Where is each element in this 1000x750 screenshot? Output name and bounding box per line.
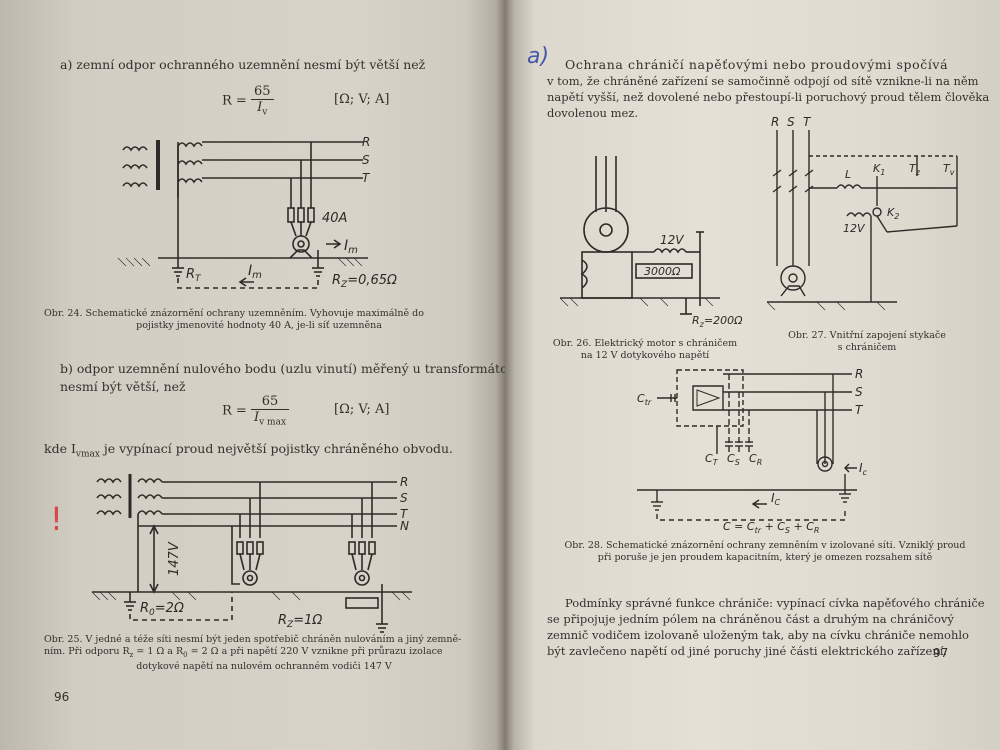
paragraph-2-line1: Podmínky správné funkce chrániče: vypína… [565,596,985,610]
fig26-rz-label: Rz=200Ω [692,314,743,329]
fig28-label-ic2: IC [771,491,781,507]
figure-28-caption-line2: při poruše je jen proudem kapacitním, kt… [597,552,933,563]
formula-b: R = 65 Iv max [222,394,290,428]
figure-27-caption-line2: s chráničem [837,342,897,353]
figure-25-caption-line1: Obr. 25. V jedné a téže síti nesmí být j… [44,634,462,645]
fig24-rz-label: RZ=0,65Ω [332,273,397,290]
figure-27-diagram: R S T L K1 Tz Tv K2 12V [766,115,958,311]
book-gutter [496,0,514,750]
formula-lhs: R = [222,93,247,109]
fig24-label-r: R [362,135,370,149]
paragraph-a: a) zemní odpor ochranného uzemnění nesmí… [60,57,426,72]
fig25-label-s: S [400,491,408,505]
paragraph-b-line1: b) odpor uzemnění nulového bodu (uzlu vi… [60,361,522,376]
fig26-3000-label: 3000Ω [644,265,681,278]
fig27-label-tv: Tv [943,162,955,177]
fig27-label-l: L [845,168,851,181]
figure-26-caption-line1: Obr. 26. Elektrický motor s chráničem [552,338,738,349]
fig24-label-s: S [362,153,370,167]
fig24-fuse-label: 40A [322,211,347,226]
fig27-label-k2: K2 [887,206,899,221]
fig27-label-k1: K1 [873,162,885,177]
paragraph-b-line2: nesmí být větší, než [60,379,186,394]
figure-24-caption: Obr. 24. Schematické znázornění ochrany … [44,308,474,332]
fig28-label-s: S [855,385,863,399]
figure-24-caption-line1: Obr. 24. Schematické znázornění ochrany … [44,308,424,319]
paragraph-2-line3: zemnič vodičem izolovaně uloženým tak, a… [547,628,969,642]
formula-b-denominator-sub: v max [259,417,287,428]
fig26-12v-label: 12V [660,233,684,247]
fig27-label-tz: Tz [909,162,921,177]
fig28-label-cr: CR [749,452,762,467]
figure-26-diagram: 12V 3000Ω Rz=200Ω [559,156,743,329]
paragraph-1-line2: v tom, že chráněné zařízení se samočinně… [547,74,979,88]
page-number-right: 97 [933,646,949,660]
margin-handwritten-mark: a) [527,44,550,69]
figure-25-caption-line2: ním. Při odporu Rz = 1 Ω a R0 = 2 Ω a př… [44,646,443,659]
formula-a: R = 65 Iv [222,84,274,118]
figure-24-diagram: R S T 40A Im RT Im RZ=0,65Ω [117,135,397,290]
fig24-im-label: Im [344,238,358,256]
formula-b-units: [Ω; V; A] [334,402,390,417]
fig27-label-s: S [787,115,795,129]
paragraph-1-line3: napětí vyšší, než dovolené nebo přestoup… [547,90,990,104]
formula-denominator: I [257,100,263,115]
figure-26-caption: Obr. 26. Elektrický motor s chráničem na… [545,338,745,362]
fig24-rt-label: RT [186,267,202,284]
fig28-label-t: T [855,403,864,417]
fig25-r0-label: R0=2Ω [140,601,184,618]
figure-28-caption: Obr. 28. Schematické znázornění ochrany … [555,540,975,564]
left-page: a) zemní odpor ochranného uzemnění nesmí… [0,0,522,750]
figure-27-caption-line1: Obr. 27. Vnitřní zapojení stykače [788,330,946,341]
figure-25-diagram: R S T N 147V R0=2Ω RZ=1Ω [91,474,412,633]
fig28-label-ct: CT [705,452,719,467]
formula-numerator: 65 [250,84,274,100]
page-number-left: 96 [54,690,70,704]
fig28-label-ic: Ic [859,461,868,477]
fig27-12v-label: 12V [843,222,866,235]
formula-b-numerator: 65 [250,394,290,410]
paragraph-2-line2: se připojuje jedním pólem na chráněnou č… [547,612,954,626]
fig27-label-t: T [803,115,812,129]
right-page: a) Ochrana chráničí napěťovými nebo prou… [505,0,1000,750]
paragraph-1-line4: dovolenou mez. [547,106,639,120]
figure-25-caption-line3: dotykové napětí na nulovém ochranném vod… [136,660,392,672]
fig25-label-t: T [400,507,409,521]
margin-exclamation-mark: ! [50,500,63,538]
paragraph-2-line4: být zavlečeno napětí od jiné poruchy jin… [547,644,948,658]
paragraph-1-line1: Ochrana chráničí napěťovými nebo proudov… [565,57,949,72]
fig25-label-r: R [400,475,408,489]
figure-24-caption-line2: pojistky jmenovité hodnoty 40 A, je-li s… [136,320,382,331]
formula-b-fraction: 65 Iv max [250,394,290,428]
fig28-equation: C = Ctr + CS + CR [723,520,819,535]
figure-28-caption-line1: Obr. 28. Schematické znázornění ochrany … [564,540,966,551]
formula-fraction: 65 Iv [250,84,274,118]
formula-b-denominator: I [253,410,260,425]
figure-26-caption-line2: na 12 V dotykového napětí [580,350,710,361]
fig27-label-r: R [771,115,779,129]
figure-25-caption: Obr. 25. V jedné a téže síti nesmí být j… [44,634,484,673]
fig28-label-r: R [855,367,863,381]
formula-a-units: [Ω; V; A] [334,92,390,107]
fig24-im2-label: Im [248,263,262,281]
fig25-label-n: N [400,519,409,533]
figure-27-caption: Obr. 27. Vnitřní zapojení stykače s chrá… [767,330,967,354]
fig25-rz-label: RZ=1Ω [278,613,322,630]
formula-b-lhs: R = [222,403,247,419]
fig28-label-ctr: Ctr [637,392,652,407]
figure-28-diagram: R S T Ctr CT CS CR Ic IC C = Ctr + CS + … [637,367,868,535]
formula-denominator-sub: v [262,107,268,118]
fig28-label-cs: CS [727,452,740,467]
fig24-label-t: T [362,171,371,185]
paragraph-kde: kde Ivmax je vypínací proud největší poj… [44,441,454,460]
fig25-voltage-label: 147V [167,541,182,576]
